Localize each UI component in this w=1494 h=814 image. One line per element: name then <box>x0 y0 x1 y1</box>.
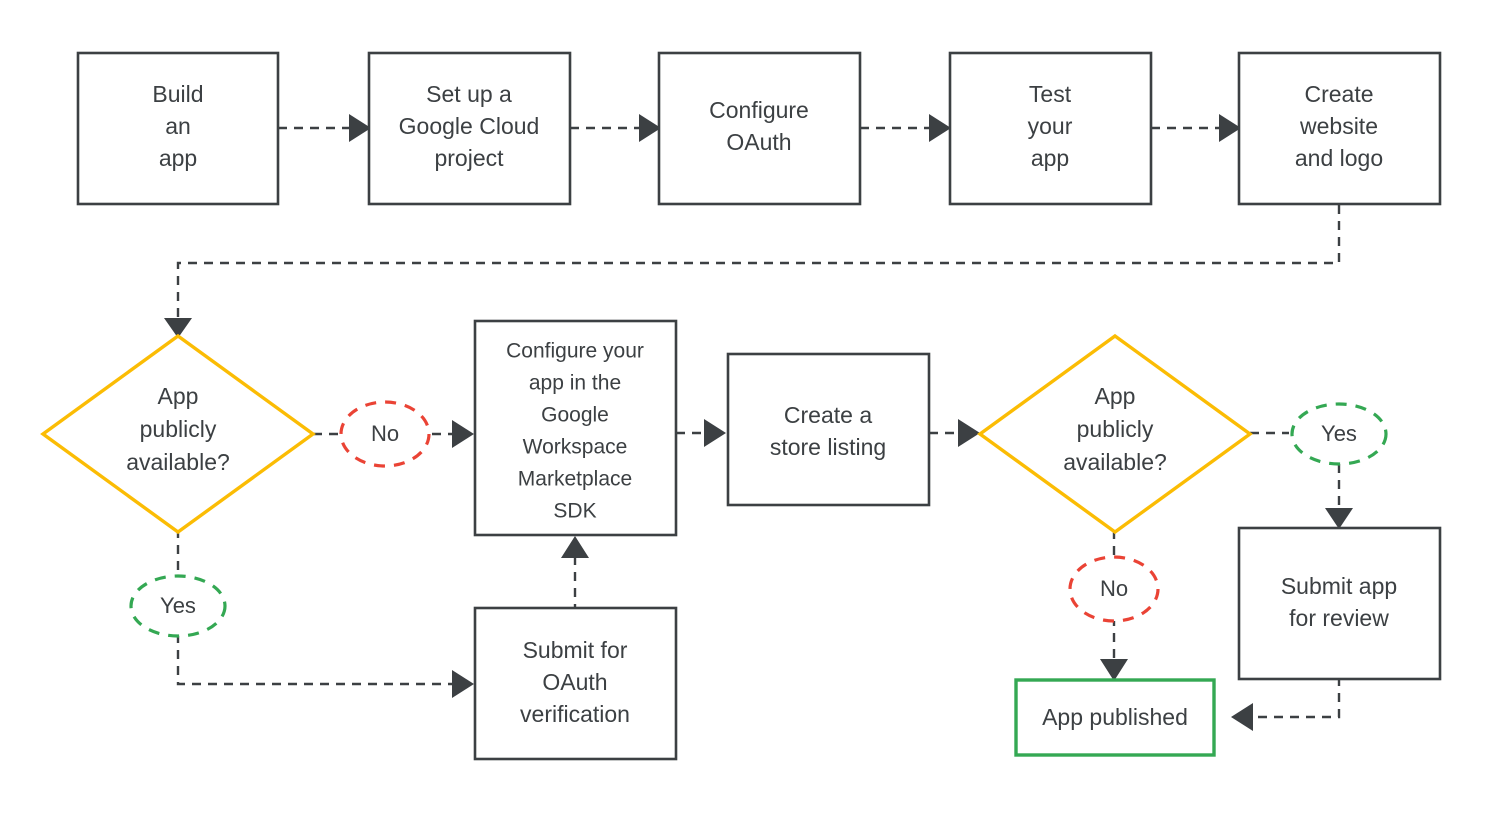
node-decision-two-line-3: available? <box>1063 449 1167 475</box>
node-configure-oauth-line-2: OAuth <box>726 129 791 155</box>
node-test-app-line-1: Test <box>1029 81 1072 107</box>
node-oauth-verification-line-3: verification <box>520 701 630 727</box>
node-test-app-line-2: your <box>1028 113 1073 139</box>
badge-decision-one-yes-label: Yes <box>160 593 196 618</box>
node-oauth-verification-line-1: Submit for <box>523 637 628 663</box>
edge-decision-one-no <box>313 420 474 448</box>
node-decision-one[interactable]: App publicly available? <box>40 333 316 535</box>
node-submit-review-line-1: Submit app <box>1281 573 1397 599</box>
node-build-app-line-3: app <box>159 145 197 171</box>
node-submit-review[interactable]: Submit app for review <box>1237 526 1442 681</box>
badge-decision-two-no-label: No <box>1100 576 1128 601</box>
edge-project-to-oauth <box>570 114 661 142</box>
node-gcp-project-line-3: project <box>434 145 504 171</box>
edge-sdk-to-store-listing <box>676 419 726 447</box>
node-website-logo-line-3: and logo <box>1295 145 1383 171</box>
node-oauth-verification-line-2: OAuth <box>542 669 607 695</box>
node-marketplace-sdk-line-5: Marketplace <box>518 468 632 491</box>
badge-decision-two-no: No <box>1068 555 1160 623</box>
node-decision-one-line-2: publicly <box>140 416 217 442</box>
node-marketplace-sdk-line-4: Workspace <box>523 436 628 459</box>
edge-submit-review-to-published <box>1231 677 1341 731</box>
node-store-listing[interactable]: Create a store listing <box>726 352 931 507</box>
node-decision-two[interactable]: App publicly available? <box>977 333 1253 535</box>
node-configure-oauth[interactable]: Configure OAuth <box>657 51 862 206</box>
badge-decision-one-no: No <box>339 400 431 468</box>
edge-build-to-project <box>278 114 371 142</box>
node-build-app-line-2: an <box>165 113 191 139</box>
node-store-listing-line-2: store listing <box>770 434 886 460</box>
node-website-logo[interactable]: Create website and logo <box>1237 51 1442 206</box>
badge-decision-one-no-label: No <box>371 421 399 446</box>
node-app-published-label: App published <box>1042 704 1188 730</box>
edge-oauth-to-test <box>860 114 951 142</box>
badge-decision-one-yes: Yes <box>129 574 227 638</box>
edge-decision-two-no <box>1100 530 1128 681</box>
node-marketplace-sdk-line-1: Configure your <box>506 340 644 363</box>
node-website-logo-line-1: Create <box>1304 81 1373 107</box>
node-marketplace-sdk[interactable]: Configure your app in the Google Workspa… <box>473 319 678 537</box>
node-gcp-project-line-1: Set up a <box>426 81 512 107</box>
edge-decision-two-yes <box>1250 431 1353 529</box>
node-decision-two-line-1: App <box>1095 383 1136 409</box>
node-marketplace-sdk-line-2: app in the <box>529 372 621 395</box>
edge-test-to-website <box>1151 114 1241 142</box>
node-test-app[interactable]: Test your app <box>948 51 1153 206</box>
node-decision-one-line-3: available? <box>126 449 230 475</box>
node-gcp-project-line-2: Google Cloud <box>399 113 540 139</box>
node-store-listing-line-1: Create a <box>784 402 872 428</box>
node-marketplace-sdk-line-3: Google <box>541 404 609 427</box>
node-submit-review-line-2: for review <box>1289 605 1389 631</box>
node-oauth-verification[interactable]: Submit for OAuth verification <box>473 606 678 761</box>
node-build-app[interactable]: Build an app <box>76 51 280 206</box>
node-decision-two-line-2: publicly <box>1077 416 1154 442</box>
edge-website-to-decision-one <box>164 205 1341 338</box>
node-build-app-line-1: Build <box>152 81 203 107</box>
badge-decision-two-yes: Yes <box>1290 402 1388 466</box>
node-website-logo-line-2: website <box>1299 113 1378 139</box>
node-marketplace-sdk-line-6: SDK <box>553 500 596 523</box>
badge-decision-two-yes-label: Yes <box>1321 421 1357 446</box>
node-decision-one-line-1: App <box>158 383 199 409</box>
node-app-published[interactable]: App published <box>1014 678 1216 757</box>
node-configure-oauth-line-1: Configure <box>709 97 809 123</box>
node-test-app-line-3: app <box>1031 145 1069 171</box>
edge-decision-one-yes <box>176 529 474 698</box>
edge-oauth-verification-to-sdk <box>561 536 589 629</box>
edge-store-listing-to-decision-two <box>929 419 980 447</box>
node-gcp-project[interactable]: Set up a Google Cloud project <box>367 51 572 206</box>
